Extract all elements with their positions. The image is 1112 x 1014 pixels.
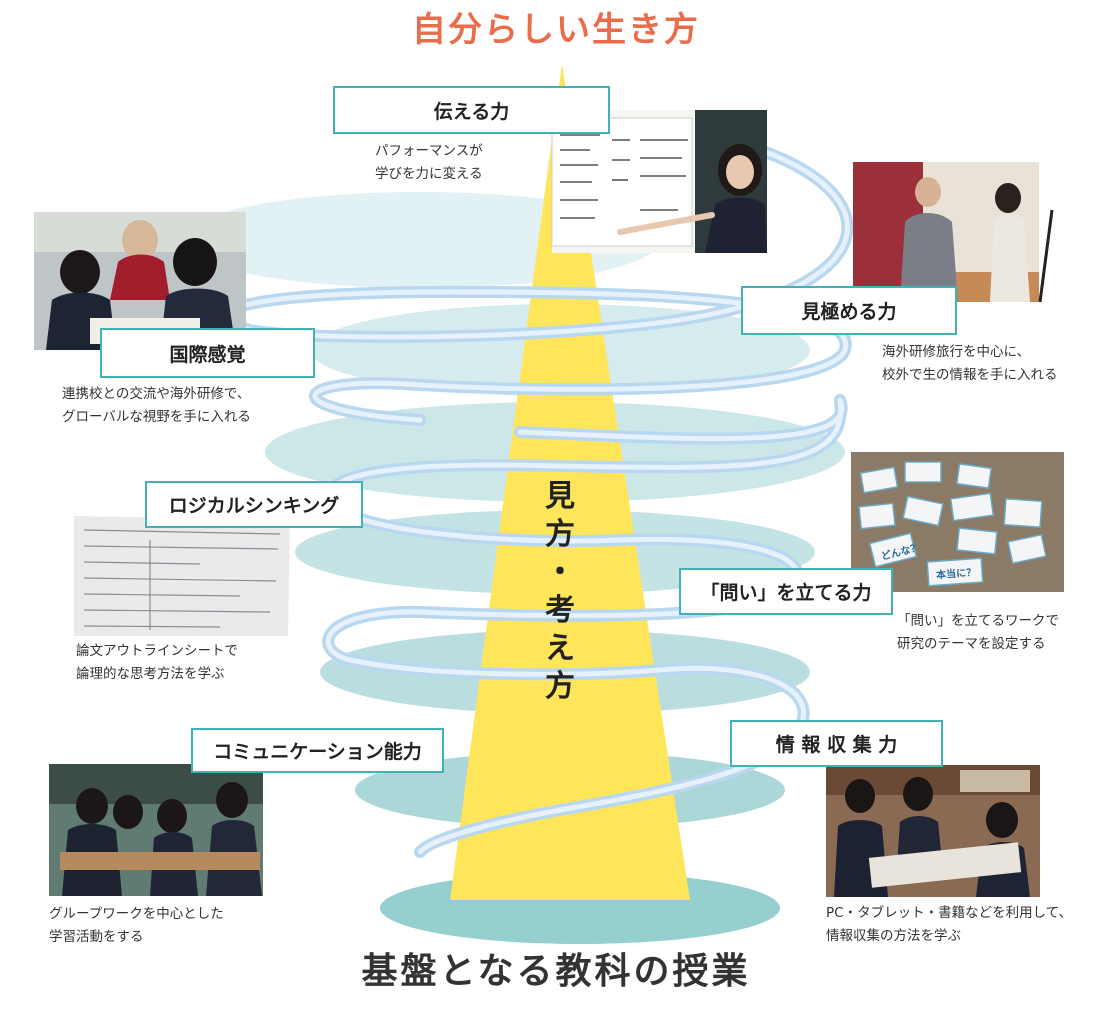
skill-box-mikiwameru: 見極める力 <box>741 286 957 335</box>
skill-desc-tsutaeru: パフォーマンスが 学びを力に変える <box>375 143 483 182</box>
photo-worksheet <box>74 516 290 636</box>
skill-box-joho: 情 報 収 集 力 <box>730 720 943 767</box>
skill-box-tsutaeru: 伝える力 <box>333 86 610 134</box>
card-text-hontou: 本当に？ <box>936 566 977 582</box>
photo-group-work <box>49 764 263 896</box>
skill-box-logical: ロジカルシンキング <box>145 481 363 528</box>
skill-box-toi: 「問い」を立てる力 <box>679 568 893 615</box>
skill-desc-kokusai: 連携校との交流や海外研修で、 グローバルな視野を手に入れる <box>62 386 251 425</box>
photo-library <box>826 765 1040 897</box>
skill-desc-logical: 論文アウトラインシートで 論理的な思考方法を学ぶ <box>76 643 238 682</box>
center-label: 見 方 ・ 考 え 方 <box>545 479 575 704</box>
skill-desc-toi: 「問い」を立てるワークで 研究のテーマを設定する <box>897 613 1059 652</box>
bottom-title: 基盤となる教科の授業 <box>361 951 751 992</box>
top-title: 自分らしい生き方 <box>412 10 700 50</box>
skill-desc-communication: グループワークを中心とした 学習活動をする <box>49 906 224 945</box>
photo-lecture <box>853 162 1054 303</box>
skill-box-communication: コミュニケーション能力 <box>191 728 444 773</box>
skill-desc-mikiwameru: 海外研修旅行を中心に、 校外で生の情報を手に入れる <box>882 344 1058 383</box>
skill-box-kokusai: 国際感覚 <box>100 328 315 378</box>
cone <box>450 64 690 900</box>
skill-desc-joho: PC・タブレット・書籍などを利用して、 情報収集の方法を学ぶ <box>826 905 1072 944</box>
